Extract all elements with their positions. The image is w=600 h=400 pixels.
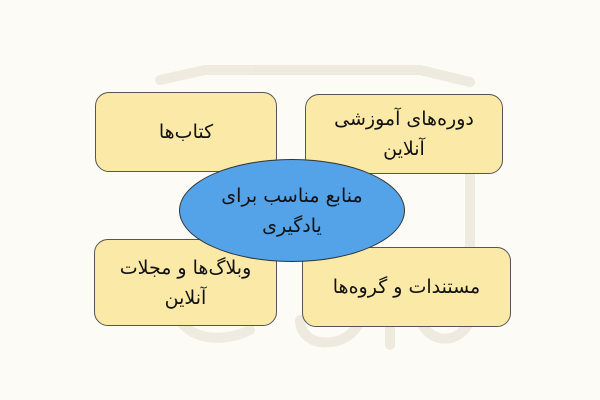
node-online-courses-label: دوره‌های آموزشی آنلاین — [334, 108, 474, 160]
node-docs-groups-label: مستندات و گروه‌ها — [332, 276, 481, 298]
node-docs-groups: مستندات و گروه‌ها — [302, 247, 511, 327]
node-blogs-magazines-label: وبلاگ‌ها و مجلات آنلاین — [119, 256, 252, 309]
node-online-courses: دوره‌های آموزشی آنلاین — [305, 94, 503, 174]
center-node-label: منابع مناسب برای یادگیری — [221, 184, 363, 237]
node-books-label: کتاب‌ها — [158, 121, 214, 143]
center-node: منابع مناسب برای یادگیری — [179, 159, 405, 262]
node-books: کتاب‌ها — [95, 92, 277, 172]
